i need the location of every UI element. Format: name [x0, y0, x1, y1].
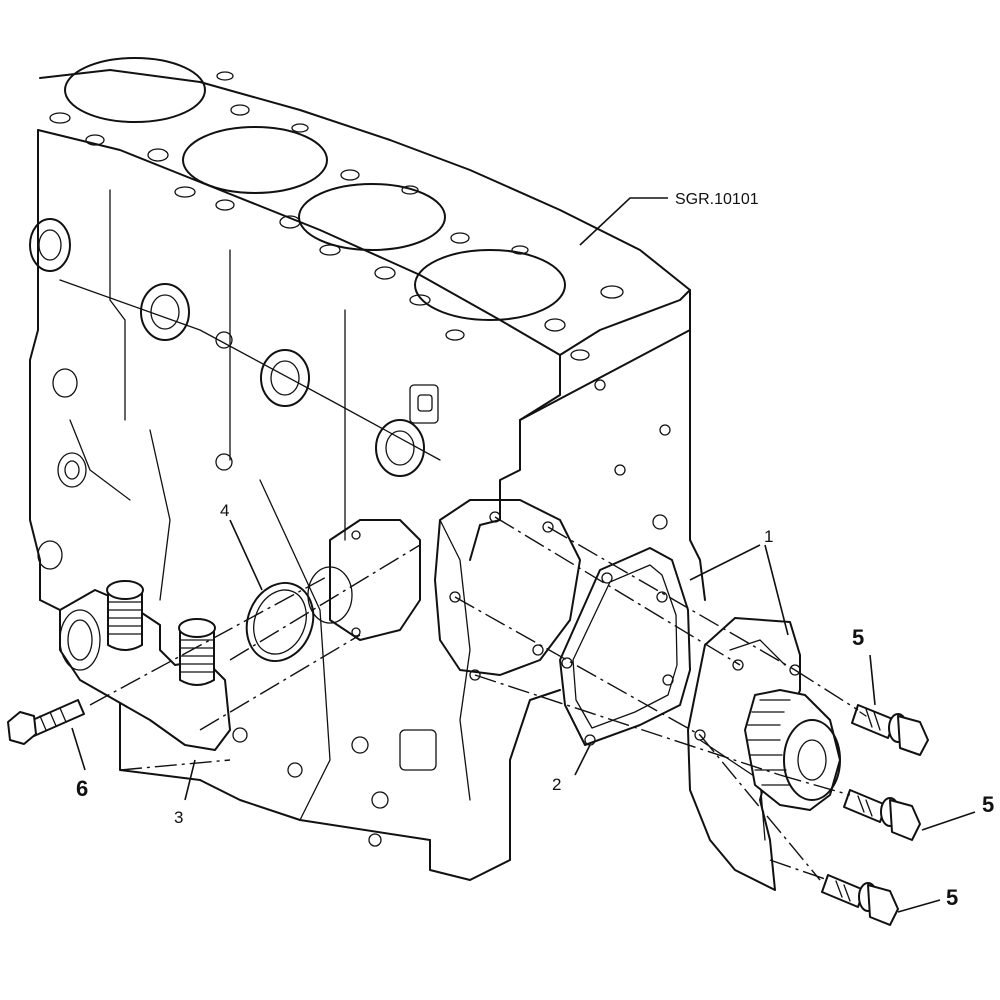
callout-6: 6 — [76, 776, 88, 801]
callout-5b: 5 — [982, 792, 994, 817]
callout-5a: 5 — [852, 625, 864, 650]
callout-3: 3 — [174, 808, 183, 827]
engine-block — [29, 57, 706, 881]
core-plugs — [29, 218, 425, 477]
bolt-5-middle — [843, 789, 921, 841]
reference-code-label: SGR.10101 — [675, 191, 759, 208]
gasket — [559, 547, 691, 746]
water-pump — [687, 617, 841, 891]
thermostat-housing — [59, 580, 231, 751]
callout-1: 1 — [764, 527, 773, 546]
leader-lines — [71, 197, 976, 913]
bolt-5-top — [851, 704, 929, 756]
bolt-5-bottom — [821, 874, 899, 926]
callout-2: 2 — [552, 775, 561, 794]
assembly-center-lines — [89, 516, 859, 881]
callout-4: 4 — [220, 501, 229, 520]
bolt-6 — [7, 699, 85, 745]
callout-5c: 5 — [946, 885, 958, 910]
o-ring — [245, 582, 315, 662]
